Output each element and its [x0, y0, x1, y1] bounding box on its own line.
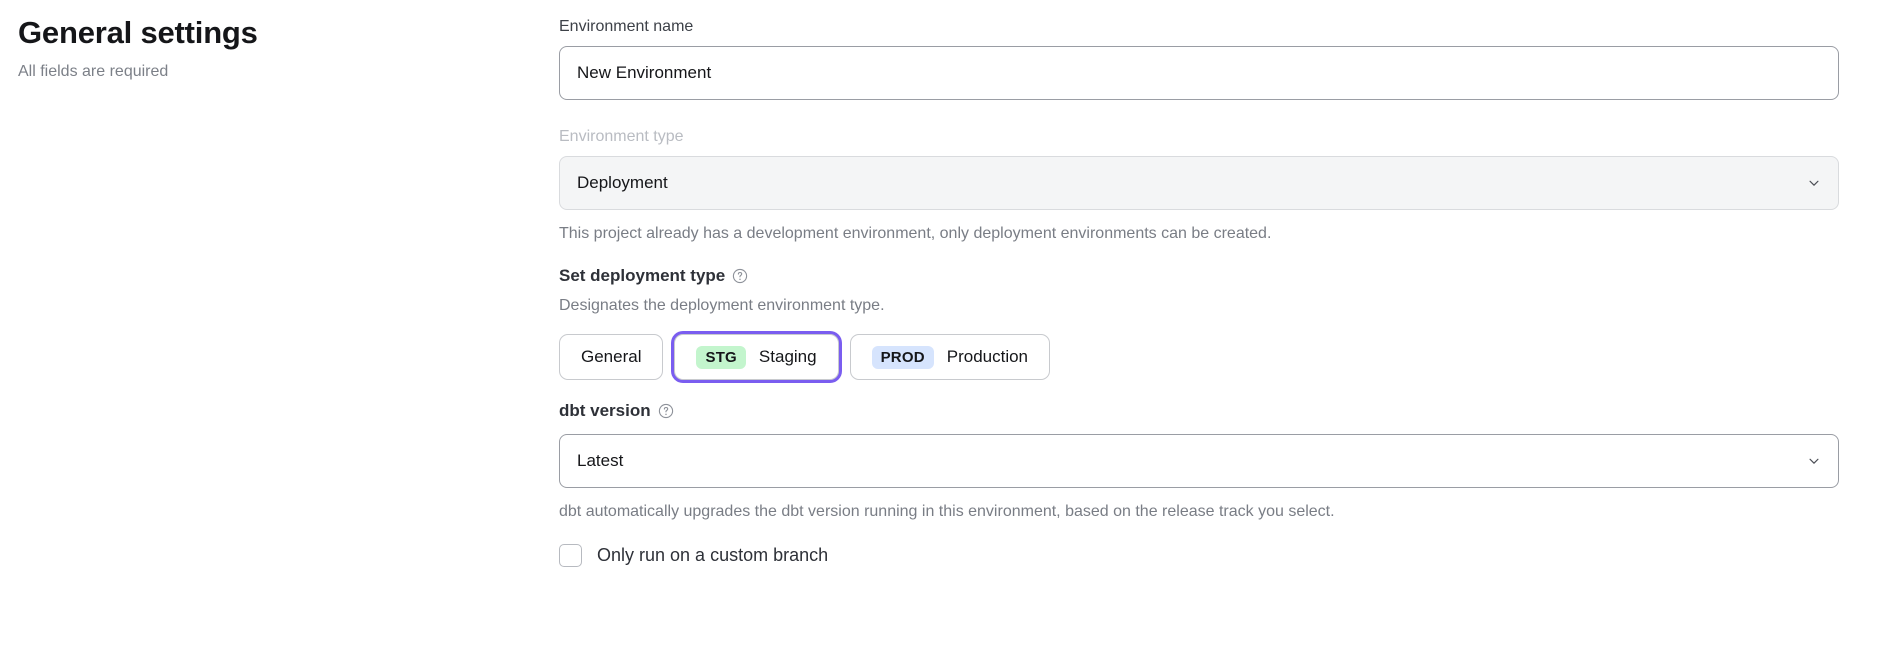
- dbt-version-value: Latest: [577, 451, 624, 470]
- chevron-down-icon: [1809, 180, 1819, 186]
- deployment-type-description: Designates the deployment environment ty…: [559, 297, 885, 314]
- custom-branch-row[interactable]: Only run on a custom branch: [559, 544, 1839, 567]
- deployment-option-staging[interactable]: STG Staging: [674, 334, 839, 380]
- custom-branch-label: Only run on a custom branch: [597, 545, 829, 565]
- environment-type-label: Environment type: [559, 128, 684, 145]
- dbt-version-heading-row: dbt version: [559, 401, 1839, 421]
- environment-name-field-group: Environment name New Environment: [559, 17, 1839, 100]
- deployment-option-general-label: General: [581, 347, 642, 366]
- environment-name-label: Environment name: [559, 18, 694, 35]
- environment-type-field-group: Environment type Deployment This project…: [559, 127, 1839, 245]
- staging-tag-badge: STG: [696, 345, 746, 369]
- dbt-version-select[interactable]: Latest: [559, 434, 1839, 488]
- environment-name-input[interactable]: New Environment: [559, 46, 1839, 100]
- dbt-version-heading: dbt version: [559, 401, 651, 420]
- page-title: General settings: [18, 15, 258, 50]
- deployment-option-production-label: Production: [946, 347, 1029, 366]
- deployment-type-field-group: Set deployment type Designates the deplo…: [559, 266, 1839, 380]
- production-tag-badge: PROD: [871, 345, 934, 369]
- environment-type-help-text: This project already has a development e…: [559, 225, 1272, 242]
- custom-branch-checkbox[interactable]: [559, 544, 582, 567]
- deployment-type-options: General STG Staging PROD Production: [559, 334, 1839, 380]
- page-subtitle: All fields are required: [18, 62, 169, 80]
- dbt-version-field-group: dbt version Latest dbt automatically upg…: [559, 401, 1839, 523]
- deployment-option-production[interactable]: PROD Production: [849, 334, 1051, 380]
- environment-type-select[interactable]: Deployment: [559, 156, 1839, 210]
- dbt-version-help-text: dbt automatically upgrades the dbt versi…: [559, 503, 1335, 520]
- help-circle-icon[interactable]: [732, 268, 748, 284]
- settings-form: Environment name New Environment Environ…: [559, 0, 1839, 567]
- deployment-type-heading: Set deployment type: [559, 266, 726, 285]
- chevron-down-icon: [1809, 458, 1819, 464]
- deployment-option-general[interactable]: General: [559, 334, 664, 380]
- environment-type-value: Deployment: [577, 173, 668, 192]
- deployment-type-heading-row: Set deployment type: [559, 266, 1839, 286]
- help-circle-icon[interactable]: [658, 403, 674, 419]
- deployment-option-staging-label: Staging: [758, 347, 817, 366]
- settings-header: General settings All fields are required: [18, 14, 518, 83]
